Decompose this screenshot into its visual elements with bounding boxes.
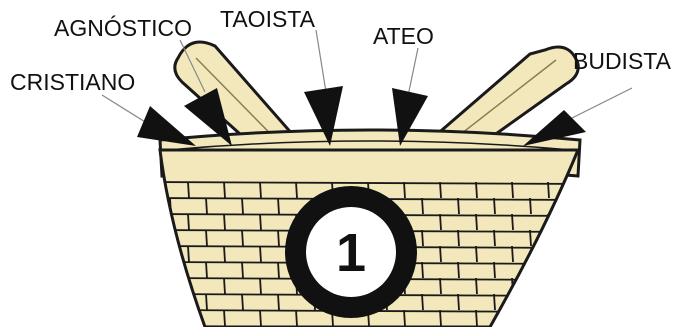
label-ateo: ATEO	[373, 23, 434, 49]
arrow-cristiano-icon	[137, 106, 196, 146]
badge-number: 1	[336, 223, 366, 283]
label-budista: BUDISTA	[573, 48, 672, 74]
label-cristiano: CRISTIANO	[10, 69, 135, 95]
label-taoista: TAOISTA	[220, 6, 316, 32]
label-agnostico: AGNÓSTICO	[54, 15, 192, 41]
number-badge: 1	[285, 186, 417, 318]
